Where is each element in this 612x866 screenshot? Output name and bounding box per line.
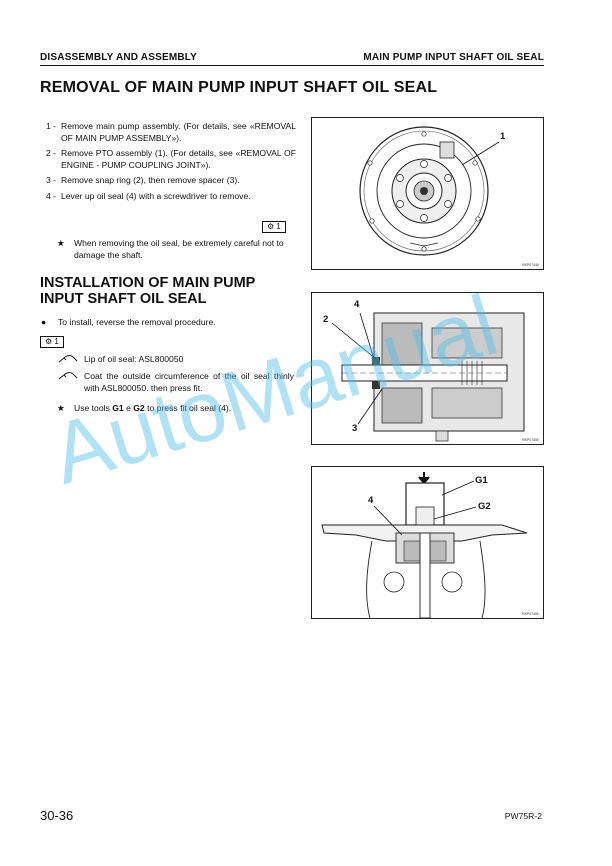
reference-number: 1 bbox=[54, 337, 59, 346]
step-text: Lever up oil seal (4) with a screwdriver… bbox=[61, 190, 251, 201]
installation-bullet: ● To install, reverse the removal proced… bbox=[41, 317, 216, 327]
model-code: PW75R-2 bbox=[504, 811, 542, 821]
page-title: REMOVAL OF MAIN PUMP INPUT SHAFT OIL SEA… bbox=[40, 79, 438, 96]
spec-text: Coat the outside circumference of the oi… bbox=[84, 371, 294, 393]
installation-heading-line1: INSTALLATION OF MAIN PUMP bbox=[40, 275, 256, 291]
sealant-spec-lip: Lip of oil seal: ASL800050 bbox=[58, 354, 294, 368]
callout-4: 4 bbox=[354, 299, 360, 310]
step-number: 4 - bbox=[46, 190, 57, 201]
reference-mark-installation: ⚙ 1 bbox=[40, 336, 64, 348]
step-text: Remove snap ring (2), then remove spacer… bbox=[61, 175, 240, 185]
callout-1: 1 bbox=[500, 131, 506, 142]
removal-step-1: 1 - Remove main pump assembly. (For deta… bbox=[46, 121, 296, 144]
tool-g1: G1 bbox=[112, 403, 124, 413]
bullet-text: To install, reverse the removal procedur… bbox=[58, 317, 216, 327]
pto-housing-drawing bbox=[359, 126, 500, 256]
shaft-section-drawing bbox=[331, 312, 525, 442]
page-number: 30-36 bbox=[40, 808, 74, 823]
figure-press-fit-tools: G1 4 G2 RKP07460 bbox=[311, 466, 544, 619]
removal-step-2: 2 - Remove PTO assembly (1). (For detail… bbox=[46, 148, 296, 171]
callout-4: 4 bbox=[368, 495, 374, 506]
header-rule bbox=[40, 65, 544, 66]
step-number: 2 - bbox=[46, 148, 57, 158]
star-icon: ★ bbox=[57, 238, 65, 248]
header-section-title: DISASSEMBLY AND ASSEMBLY bbox=[40, 52, 198, 63]
reference-number: 1 bbox=[276, 222, 281, 231]
sealant-icon bbox=[58, 371, 84, 394]
reference-icon: ⚙ bbox=[267, 222, 275, 231]
tool-g2: G2 bbox=[133, 403, 145, 413]
note-text: Use tools G1 e G2 to press fit oil seal … bbox=[74, 403, 232, 413]
step-number: 3 - bbox=[46, 175, 57, 185]
removal-step-4: 4 - Lever up oil seal (4) with a screwdr… bbox=[46, 191, 296, 203]
callout-g2: G2 bbox=[478, 501, 491, 512]
removal-caution-note: ★ When removing the oil seal, be extreme… bbox=[57, 238, 294, 261]
sealant-icon bbox=[58, 354, 84, 368]
sealant-spec-circumference: Coat the outside circumference of the oi… bbox=[58, 371, 294, 394]
figure-code: RKP07450 bbox=[522, 438, 539, 442]
press-fit-drawing bbox=[321, 472, 528, 618]
figure-code: RKP07440 bbox=[522, 263, 539, 267]
star-icon: ★ bbox=[57, 403, 65, 413]
step-text: Remove PTO assembly (1). (For details, s… bbox=[61, 148, 296, 170]
bullet-icon: ● bbox=[41, 317, 47, 327]
reference-icon: ⚙ bbox=[45, 337, 53, 346]
installation-heading-line2: INPUT SHAFT OIL SEAL bbox=[40, 291, 207, 307]
callout-2: 2 bbox=[323, 314, 329, 325]
installation-heading: INSTALLATION OF MAIN PUMP INPUT SHAFT OI… bbox=[40, 275, 300, 307]
removal-steps: 1 - Remove main pump assembly. (For deta… bbox=[46, 121, 296, 206]
spec-text: Lip of oil seal: ASL800050 bbox=[84, 354, 184, 364]
installation-tool-note: ★ Use tools G1 e G2 to press fit oil sea… bbox=[57, 403, 294, 415]
figure-code: RKP07460 bbox=[522, 612, 539, 616]
callout-g1: G1 bbox=[475, 475, 488, 486]
reference-mark-removal: ⚙ 1 bbox=[262, 221, 286, 233]
step-number: 1 - bbox=[46, 121, 57, 131]
callout-3: 3 bbox=[352, 423, 358, 434]
step-text: Remove main pump assembly. (For details,… bbox=[61, 121, 296, 143]
figure-pto-housing: 1 RKP07440 bbox=[311, 117, 544, 270]
figure-shaft-section: 4 2 3 RKP07450 bbox=[311, 292, 544, 445]
note-text: When removing the oil seal, be extremely… bbox=[74, 238, 284, 260]
removal-step-3: 3 - Remove snap ring (2), then remove sp… bbox=[46, 175, 296, 187]
header-topic-title: MAIN PUMP INPUT SHAFT OIL SEAL bbox=[363, 52, 544, 63]
